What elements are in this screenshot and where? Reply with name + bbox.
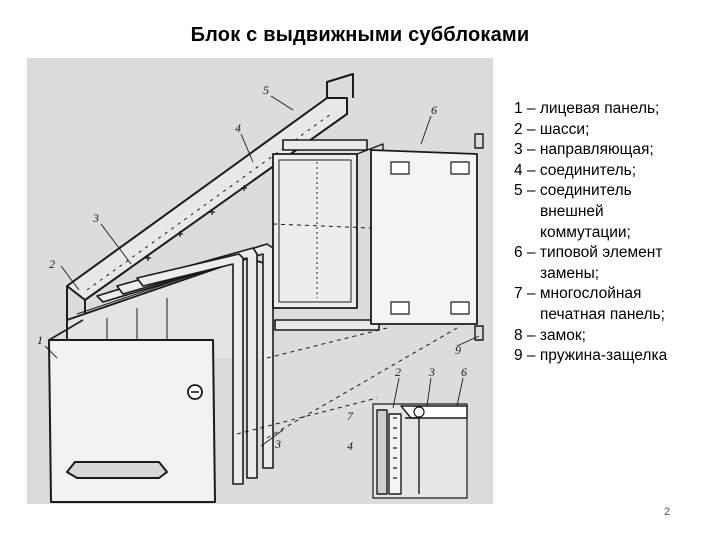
- replacement-board: [370, 149, 478, 325]
- legend-item-continuation: печатная панель;: [540, 305, 665, 323]
- legend-item: 1 – лицевая панель;: [514, 99, 714, 120]
- legend-item: 4 – соединитель;: [514, 161, 714, 182]
- figure-label: 6: [431, 103, 437, 117]
- figure-label: 3: [428, 365, 435, 379]
- figure-label: 1: [37, 333, 43, 347]
- legend-item-text: 5 – соединитель: [514, 182, 632, 200]
- legend-item-text: 9 – пружина-защелка: [514, 347, 668, 365]
- figure-label: 3: [92, 211, 99, 225]
- front-panel-top-edge: [48, 319, 84, 341]
- cassette-top-guide: [282, 139, 368, 151]
- legend-item: 3 – направляющая;: [514, 140, 714, 161]
- cassette-frame: [272, 153, 358, 309]
- slide-title: Блок с выдвижными субблоками: [190, 24, 530, 46]
- front-handle: [66, 461, 168, 479]
- legend-list: 1 – лицевая панель; 2 – шасси; 3 – направл…: [514, 99, 714, 367]
- cassette-inner: [278, 159, 352, 303]
- figure-label: 6: [461, 365, 467, 379]
- legend-item-continuation: коммутации;: [540, 223, 631, 241]
- sub-blocks: [96, 243, 274, 485]
- figure-label: 9: [455, 343, 461, 357]
- leader-lines: [44, 95, 480, 447]
- rail-end-connector: [326, 73, 354, 98]
- legend-item: 5 – соединитель внешней коммутации;: [514, 181, 714, 243]
- figure-label: 5: [263, 83, 269, 97]
- figure-label: 4: [347, 439, 353, 453]
- legend-item-text: 3 – направляющая;: [514, 141, 654, 159]
- figure-label: 4: [235, 121, 241, 135]
- legend-item-text: 8 – замок;: [514, 326, 586, 344]
- legend-item: 6 – типовой элемент замены;: [514, 243, 714, 284]
- top-rail: [66, 97, 348, 301]
- legend-item: 7 – многослойная печатная панель;: [514, 284, 714, 325]
- spring-latches: [474, 133, 484, 341]
- cassette-bottom-guide: [274, 319, 380, 331]
- legend-item-text: 2 – шасси;: [514, 120, 590, 138]
- legend-item: 2 – шасси;: [514, 120, 714, 141]
- legend-item-text: 7 – многослойная: [514, 285, 642, 303]
- figure-label: 3: [274, 437, 281, 451]
- legend-item: 9 – пружина-защелка: [514, 346, 714, 367]
- figure-label: 7: [347, 409, 354, 423]
- figure-label: 2: [49, 257, 55, 271]
- legend-item-continuation: внешней: [540, 202, 604, 220]
- legend-item-text: 1 – лицевая панель;: [514, 100, 660, 117]
- figure-labels: 1 2 3 4 5 6 9 3 2 3 6 7 4: [37, 83, 467, 453]
- exploded-block-drawing: 1 2 3 4 5 6 9 3 2 3 6 7 4: [27, 58, 493, 504]
- drawing-svg: 1 2 3 4 5 6 9 3 2 3 6 7 4: [27, 58, 493, 504]
- assembly-lines: [236, 223, 458, 439]
- detail-inset: [372, 403, 468, 499]
- legend-item-continuation: замены;: [540, 264, 600, 282]
- figure-label: 2: [395, 365, 401, 379]
- legend-item: 8 – замок;: [514, 326, 714, 347]
- legend-item-text: 4 – соединитель;: [514, 161, 637, 179]
- legend-item-text: 6 – типовой элемент: [514, 244, 663, 262]
- page-number: 2: [664, 506, 671, 518]
